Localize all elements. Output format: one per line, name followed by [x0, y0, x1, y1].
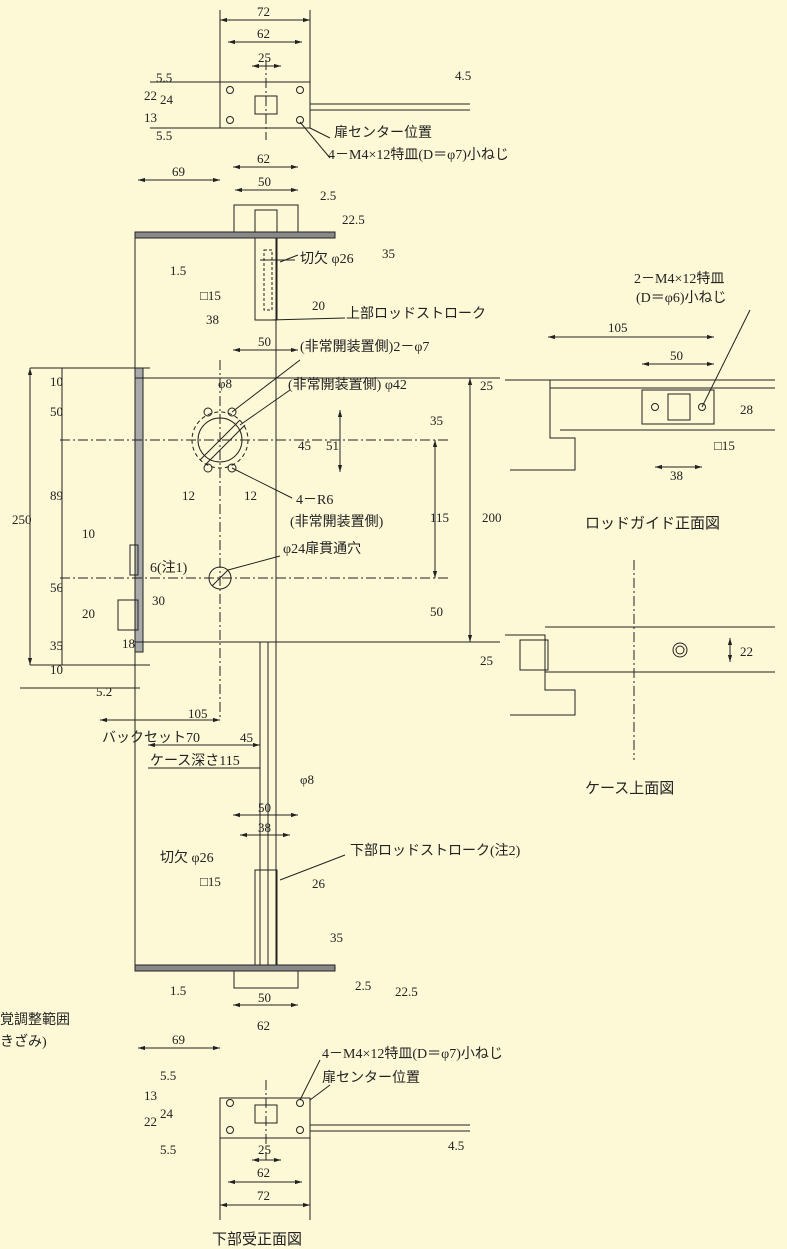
- dim-phi8-bot: φ8: [300, 772, 314, 787]
- dim-56: 56: [50, 580, 64, 595]
- dim-35-mid: 35: [382, 246, 395, 261]
- note-upper-rod-stroke: 上部ロッドストローク: [346, 306, 486, 322]
- dim-18: 18: [122, 636, 135, 651]
- dim-4-5-bot: 4.5: [448, 1138, 464, 1153]
- dim-5-2: 5.2: [96, 684, 112, 699]
- dim-2-5-bot: 2.5: [355, 978, 371, 993]
- dim-guide-sq15: □15: [714, 438, 735, 453]
- dim-sq15-bot: □15: [200, 874, 221, 889]
- note-case-depth: ケース深さ115: [150, 753, 240, 769]
- dim-200: 200: [482, 510, 502, 525]
- dim-62-bot: 62: [257, 1018, 270, 1033]
- dim-25-r1: 25: [480, 378, 493, 393]
- dim-62-mid: 62: [257, 151, 270, 166]
- dim-250: 250: [12, 512, 32, 527]
- dim-13-b: 13: [144, 1088, 157, 1103]
- dim-50-bot2: 50: [258, 990, 271, 1005]
- caption-case-top: ケース上面図: [585, 779, 674, 797]
- dim-50-r: 50: [430, 604, 443, 619]
- dim-guide-105: 105: [608, 320, 628, 335]
- note-lower-rod-stroke: 下部ロッドストローク(注2): [350, 843, 521, 859]
- note-door-center-bottom: 扉センター位置: [322, 1070, 420, 1086]
- dim-105-main: 105: [188, 706, 208, 721]
- note-guide-screw-2: (D＝φ6)小ねじ: [636, 290, 727, 306]
- dim-62-bot2: 62: [257, 1165, 270, 1180]
- dim-guide-50: 50: [670, 348, 683, 363]
- dim-38-top: 38: [206, 312, 219, 327]
- dim-50-low: 50: [258, 334, 271, 349]
- note-backset: バックセット70: [102, 730, 200, 746]
- dim-2-5-mid: 2.5: [320, 188, 336, 203]
- note-notch-top: 切欠 φ26: [300, 251, 354, 267]
- dim-13-a: 13: [144, 110, 157, 125]
- dim-12-a: 12: [182, 488, 195, 503]
- dim-1-5-bot: 1.5: [170, 983, 186, 998]
- dim-20-top: 20: [312, 298, 325, 313]
- dim-10-c: 10: [50, 662, 63, 677]
- note-r6: 4－R6: [296, 493, 333, 508]
- dim-45-c: 45: [298, 438, 311, 453]
- dim-26-bot: 26: [312, 876, 326, 891]
- dim-24-a: 24: [160, 92, 174, 107]
- dim-25-bot2: 25: [258, 1142, 271, 1157]
- dim-25-top: 25: [258, 50, 271, 65]
- dim-89: 89: [50, 488, 63, 503]
- dim-35-bot: 35: [330, 930, 343, 945]
- dim-10-b: 10: [82, 526, 95, 541]
- dim-24-b: 24: [160, 1106, 174, 1121]
- dim-5-5-b: 5.5: [156, 128, 172, 143]
- dim-115: 115: [430, 510, 449, 525]
- dim-69-bot: 69: [172, 1032, 185, 1047]
- dim-22-5-bot: 22.5: [395, 984, 418, 999]
- dim-35-r: 35: [430, 413, 443, 428]
- dim-5-5-d: 5.5: [160, 1142, 176, 1157]
- geometry: [20, 10, 775, 1220]
- dim-22-a: 22: [144, 88, 157, 103]
- dim-12-b: 12: [244, 488, 257, 503]
- dim-30-l: 30: [152, 593, 165, 608]
- note-guide-screw-1: 2－M4×12特皿: [634, 271, 724, 287]
- dim-5-5-a: 5.5: [156, 70, 172, 85]
- dim-22-5-mid: 22.5: [342, 212, 365, 227]
- dim-20-l: 20: [82, 606, 95, 621]
- dim-35-l: 35: [50, 638, 63, 653]
- dim-50-mid: 50: [258, 174, 271, 189]
- note-door-center-top: 扉センター位置: [334, 125, 432, 141]
- dim-69-top: 69: [172, 164, 185, 179]
- dim-25-r2: 25: [480, 653, 493, 668]
- dim-72-top: 72: [257, 4, 270, 19]
- note-screws-bottom: 4－M4×12特皿(D＝φ7)小ねじ: [322, 1046, 503, 1062]
- dim-phi8-top: φ8: [218, 376, 232, 391]
- dim-guide-28: 28: [740, 402, 753, 417]
- dim-72-bot: 72: [257, 1188, 270, 1203]
- note-adjust-2: きざみ): [0, 1033, 47, 1050]
- note-emergency-holes: (非常開装置側)2－φ7: [300, 339, 429, 355]
- note-screws-top: 4－M4×12特皿(D＝φ7)小ねじ: [328, 147, 509, 163]
- dim-51-c: 51: [326, 438, 339, 453]
- dim-62-top: 62: [257, 26, 270, 41]
- dim-4-5-top: 4.5: [455, 68, 471, 83]
- dim-5-5-c: 5.5: [160, 1068, 176, 1083]
- dim-case-22: 22: [740, 644, 753, 659]
- dim-1-5-mid: 1.5: [170, 263, 186, 278]
- note-r6-side: (非常開装置側): [290, 514, 384, 530]
- note-notch-bottom: 切欠 φ26: [160, 850, 214, 866]
- dim-50-l: 50: [50, 404, 63, 419]
- note-through-hole: φ24扉貫通穴: [283, 541, 361, 557]
- dim-sq15-top: □15: [200, 288, 221, 303]
- dim-22-b: 22: [144, 1114, 157, 1129]
- note-1: 6(注1): [150, 560, 188, 576]
- dim-guide-38: 38: [670, 468, 683, 483]
- note-emergency-bore: (非常開装置側) φ42: [288, 377, 407, 393]
- dim-38-bot: 38: [258, 820, 271, 835]
- dim-45-b: 45: [240, 730, 253, 745]
- caption-rod-guide-front: ロッドガイド正面図: [585, 514, 720, 532]
- dim-10-a: 10: [50, 374, 63, 389]
- dim-50-bot: 50: [258, 800, 271, 815]
- note-adjust-1: 覚調整範囲: [0, 1011, 70, 1028]
- caption-lower-strike-front: 下部受正面図: [212, 1230, 302, 1248]
